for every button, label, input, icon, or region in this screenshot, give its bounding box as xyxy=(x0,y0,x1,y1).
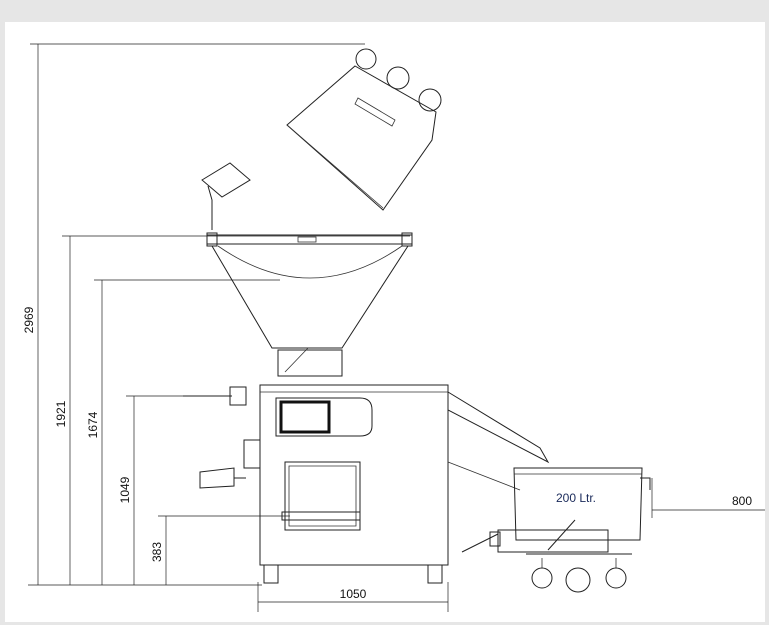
trolley-carriage xyxy=(497,529,609,553)
lid-knob-3 xyxy=(418,88,442,112)
body-housing xyxy=(259,384,449,566)
label-hopper-cone-height: 1674 xyxy=(86,411,100,438)
label-lifter-reach: 800 xyxy=(732,494,752,508)
trolley-tub xyxy=(513,467,643,541)
lid-edge xyxy=(286,124,384,209)
trolley xyxy=(497,467,651,593)
display-housing xyxy=(275,397,373,437)
lid-knob-2 xyxy=(386,66,410,90)
access-door-inner xyxy=(288,465,357,527)
lifter-base-link xyxy=(461,533,499,553)
pendant-panel xyxy=(201,162,251,198)
drawing-sheet xyxy=(5,22,765,622)
lifter-bracket xyxy=(489,531,501,547)
display-screen xyxy=(279,400,331,434)
control-pendant xyxy=(201,162,251,230)
left-side-bracket xyxy=(243,439,261,469)
lid-knob-1 xyxy=(355,48,377,70)
lifter-strut xyxy=(447,461,521,491)
label-machine-width: 1050 xyxy=(340,587,367,601)
hopper-lever xyxy=(284,347,309,373)
dimension-lines xyxy=(28,43,765,612)
label-total-height: 2969 xyxy=(22,306,36,333)
trolley-wheel-2 xyxy=(565,567,591,593)
trolley-handle xyxy=(640,477,651,490)
hopper-neck xyxy=(277,349,343,377)
access-door xyxy=(284,461,361,531)
knee-lever xyxy=(199,467,235,489)
pendant-arm xyxy=(207,185,213,230)
foot-right xyxy=(427,564,443,584)
hopper-lid xyxy=(286,48,442,211)
hopper-cone xyxy=(211,245,409,349)
lid-handle-slot xyxy=(354,97,396,127)
lifter xyxy=(447,391,550,553)
hopper-rim-tab xyxy=(297,236,317,243)
lid-body xyxy=(286,65,437,211)
label-body-height: 1049 xyxy=(118,476,132,503)
hopper xyxy=(206,232,413,377)
lifter-arm xyxy=(447,391,550,464)
label-outlet-height: 383 xyxy=(150,542,164,562)
foot-left xyxy=(263,564,279,584)
hopper-inner-arc xyxy=(217,245,403,279)
trolley-lever xyxy=(547,519,576,551)
label-hopper-top-height: 1921 xyxy=(54,400,68,427)
trolley-capacity-label: 200 Ltr. xyxy=(556,491,596,505)
left-valve-block xyxy=(229,386,247,406)
hopper-clamp-right xyxy=(401,232,413,247)
outlet-nozzle xyxy=(281,511,361,521)
machine-body xyxy=(183,384,449,584)
